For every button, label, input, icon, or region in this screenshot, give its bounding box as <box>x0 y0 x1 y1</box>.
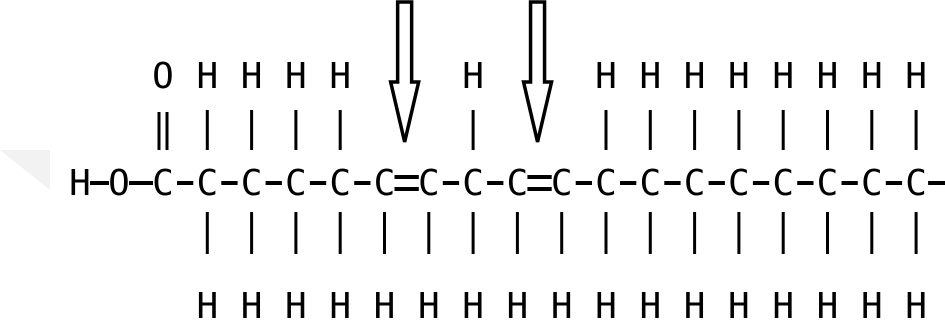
hydrogen-atom-bottom: H <box>462 286 484 327</box>
down-arrow-icon <box>388 0 421 143</box>
hydrogen-atom-top: H <box>728 56 750 97</box>
carbon-atom: C <box>329 163 351 204</box>
hydrogen-atom-bottom: H <box>507 286 529 327</box>
carbon-atom: C <box>905 163 927 204</box>
hydrogen-atom-bottom: H <box>861 286 883 327</box>
hydrogen-atom-bottom: H <box>817 286 839 327</box>
carbon-atom: C <box>684 163 706 204</box>
hydrogen-atom-top: H <box>196 56 218 97</box>
hydroxyl-oxygen: O <box>108 163 130 204</box>
hydrogen-atom-top: H <box>639 56 661 97</box>
hydrogen-atom-top: H <box>595 56 617 97</box>
hydrogen-atom-bottom: H <box>241 286 263 327</box>
hydrogen-atom-top: H <box>817 56 839 97</box>
hydrogen-atom-bottom: H <box>551 286 573 327</box>
carbon-atom: C <box>152 163 174 204</box>
hydrogen-atom-bottom: H <box>196 286 218 327</box>
carbon-atom: C <box>861 163 883 204</box>
carbon-atom: C <box>196 163 218 204</box>
down-arrow-icon <box>521 0 554 143</box>
hydrogen-atom-bottom: H <box>329 286 351 327</box>
carbon-atom: C <box>772 163 794 204</box>
carbon-atom: C <box>728 163 750 204</box>
hydrogen-atom-top: H <box>462 56 484 97</box>
hydrogen-atom-bottom: H <box>285 286 307 327</box>
hydrogen-atom-top: H <box>329 56 351 97</box>
hydrogen-atom-top: H <box>241 56 263 97</box>
carbonyl-oxygen: O <box>152 56 174 97</box>
carbon-atom: C <box>507 163 529 204</box>
hydrogen-atom-top: H <box>772 56 794 97</box>
hydrogen-atom-bottom: H <box>905 286 927 327</box>
hydrogen-atom-bottom: H <box>684 286 706 327</box>
hydrogen-atom-bottom: H <box>595 286 617 327</box>
carbon-atom: C <box>639 163 661 204</box>
carbon-atom: C <box>241 163 263 204</box>
carbon-atom: C <box>462 163 484 204</box>
carbon-atom: C <box>551 163 573 204</box>
hydrogen-atom-bottom: H <box>418 286 440 327</box>
hydrogen-atom-top: H <box>905 56 927 97</box>
carbon-atom: C <box>418 163 440 204</box>
hydrogen-atom-bottom: H <box>772 286 794 327</box>
carbon-atom: C <box>285 163 307 204</box>
hydrogen-atom-top: H <box>285 56 307 97</box>
hydrogen-atom-bottom: H <box>639 286 661 327</box>
head-hydrogen: H <box>69 163 91 204</box>
watermark-triangle <box>0 150 50 190</box>
hydrogen-atom-top: H <box>684 56 706 97</box>
hydrogen-atom-bottom: H <box>374 286 396 327</box>
hydrogen-atom-bottom: H <box>728 286 750 327</box>
hydrogen-atom-top: H <box>861 56 883 97</box>
carbon-atom: C <box>374 163 396 204</box>
carbon-atom: C <box>817 163 839 204</box>
carbon-atom: C <box>595 163 617 204</box>
